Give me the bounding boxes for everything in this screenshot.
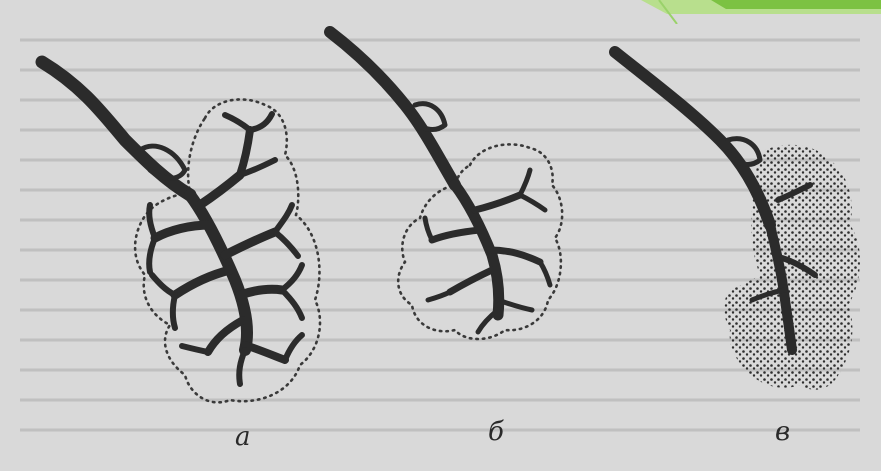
- panel-a-label: а: [235, 422, 251, 452]
- panel-b: б: [330, 32, 562, 447]
- panel-c-label: в: [775, 417, 790, 447]
- panel-b-label: б: [488, 417, 504, 447]
- panel-a: а: [42, 62, 320, 452]
